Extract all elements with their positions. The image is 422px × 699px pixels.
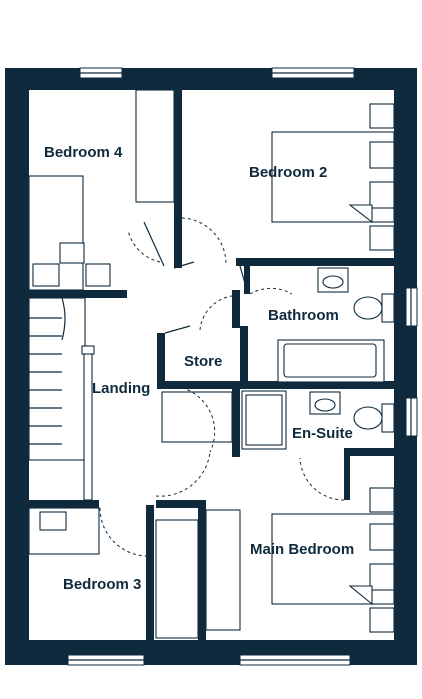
label-landing: Landing — [92, 380, 150, 397]
label-bathroom: Bathroom — [268, 307, 339, 324]
bedroom-3-furniture — [28, 507, 199, 639]
bathroom-fixtures — [277, 267, 395, 383]
en-suite-fixtures — [241, 390, 395, 450]
windows — [67, 67, 418, 666]
interior-walls — [29, 90, 394, 640]
label-en-suite: En-Suite — [292, 425, 353, 442]
main-bedroom-furniture — [205, 487, 395, 633]
label-bedroom-3: Bedroom 3 — [63, 576, 141, 593]
bedroom-4-furniture — [28, 89, 175, 291]
staircase — [28, 297, 233, 501]
label-store: Store — [184, 353, 222, 370]
label-bedroom-4: Bedroom 4 — [44, 144, 123, 161]
room-labels: Bedroom 4 Bedroom 2 Bathroom Store Landi… — [44, 144, 354, 593]
door-swings — [99, 217, 345, 557]
label-main-bedroom: Main Bedroom — [250, 541, 354, 558]
label-bedroom-2: Bedroom 2 — [249, 164, 327, 181]
bedroom-2-furniture — [271, 103, 395, 251]
